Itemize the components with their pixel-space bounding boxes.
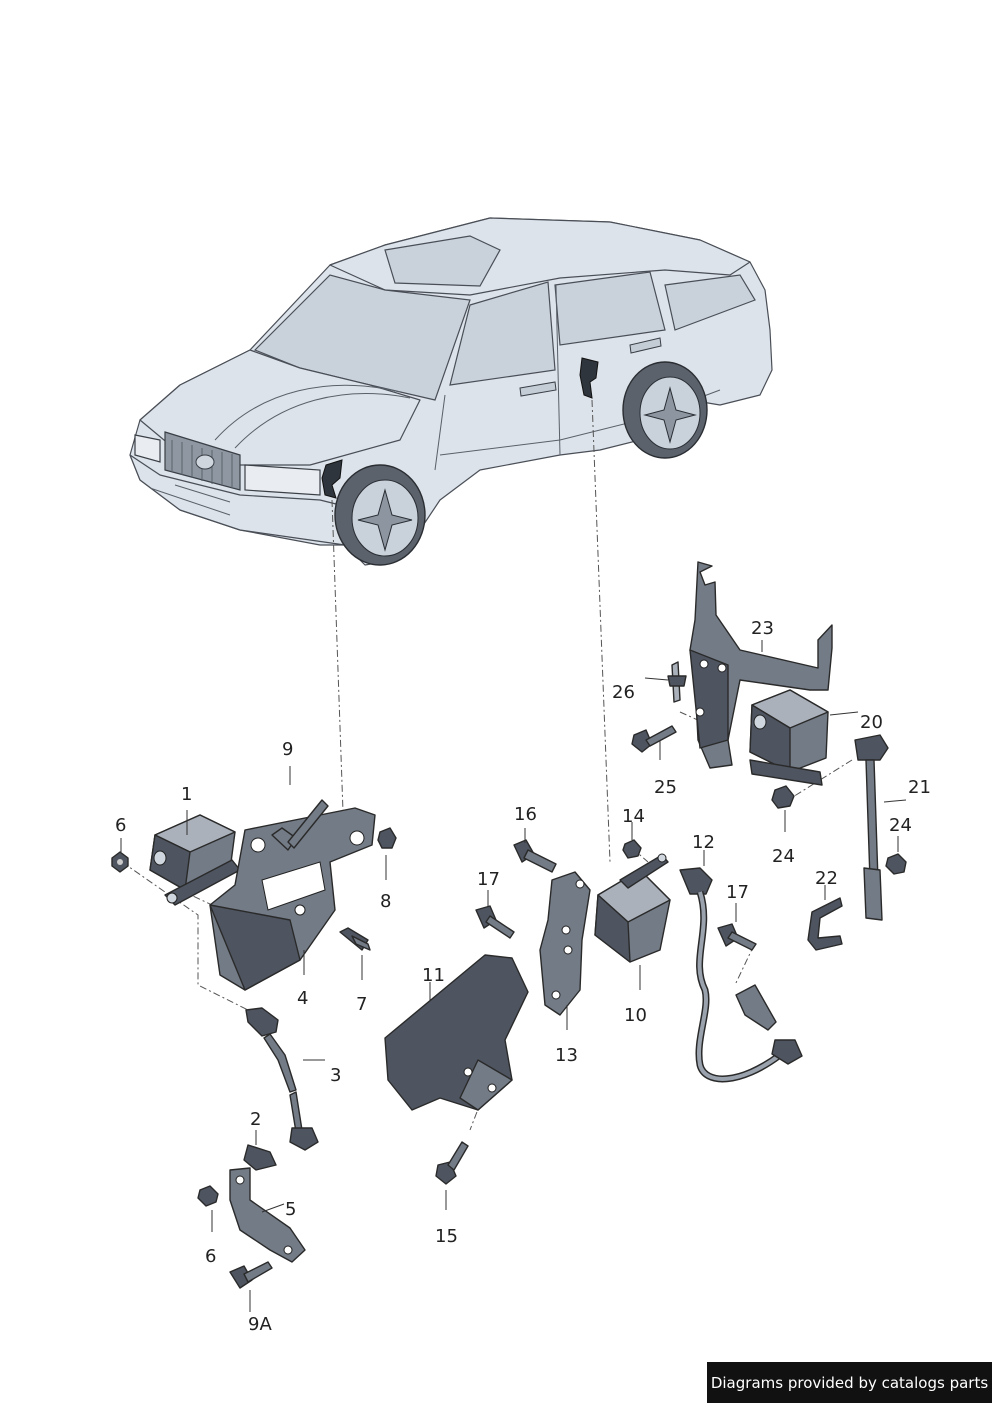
part-label-17-middle: 17	[477, 869, 500, 890]
part-label-22: 22	[815, 868, 838, 889]
rear-sensor-assembly	[384, 839, 803, 1185]
part-label-25: 25	[654, 777, 677, 798]
part-label-13: 13	[555, 1045, 578, 1066]
part-label-21: 21	[908, 777, 931, 798]
leader-lines	[120, 640, 907, 1312]
part-label-26: 26	[612, 682, 635, 703]
right-sensor-assembly	[631, 561, 907, 951]
credit-banner: Diagrams provided by catalogs parts	[707, 1362, 992, 1403]
part-label-1: 1	[181, 784, 193, 805]
car-illustration	[129, 217, 773, 566]
part-label-23: 23	[751, 618, 774, 639]
part-label-8: 8	[380, 891, 392, 912]
part-label-17-right: 17	[726, 882, 749, 903]
part-label-9a: 9A	[248, 1314, 272, 1335]
part-label-24-right: 24	[889, 815, 912, 836]
part-label-9: 9	[282, 739, 294, 760]
part-label-2: 2	[250, 1109, 262, 1130]
part-label-10: 10	[624, 1005, 647, 1026]
part-label-6-top: 6	[115, 815, 127, 836]
part-label-6-bottom: 6	[205, 1246, 217, 1267]
part-label-24-left: 24	[772, 846, 795, 867]
part-label-11: 11	[422, 965, 445, 986]
front-sensor-assembly	[111, 799, 397, 1289]
part-label-20: 20	[860, 712, 883, 733]
part-label-5: 5	[285, 1199, 297, 1220]
part-label-12: 12	[692, 832, 715, 853]
part-label-16: 16	[514, 804, 537, 825]
part-label-15: 15	[435, 1226, 458, 1247]
part-label-3: 3	[330, 1065, 342, 1086]
part-label-4: 4	[297, 988, 309, 1009]
part-label-14: 14	[622, 806, 645, 827]
part-label-7: 7	[356, 994, 368, 1015]
